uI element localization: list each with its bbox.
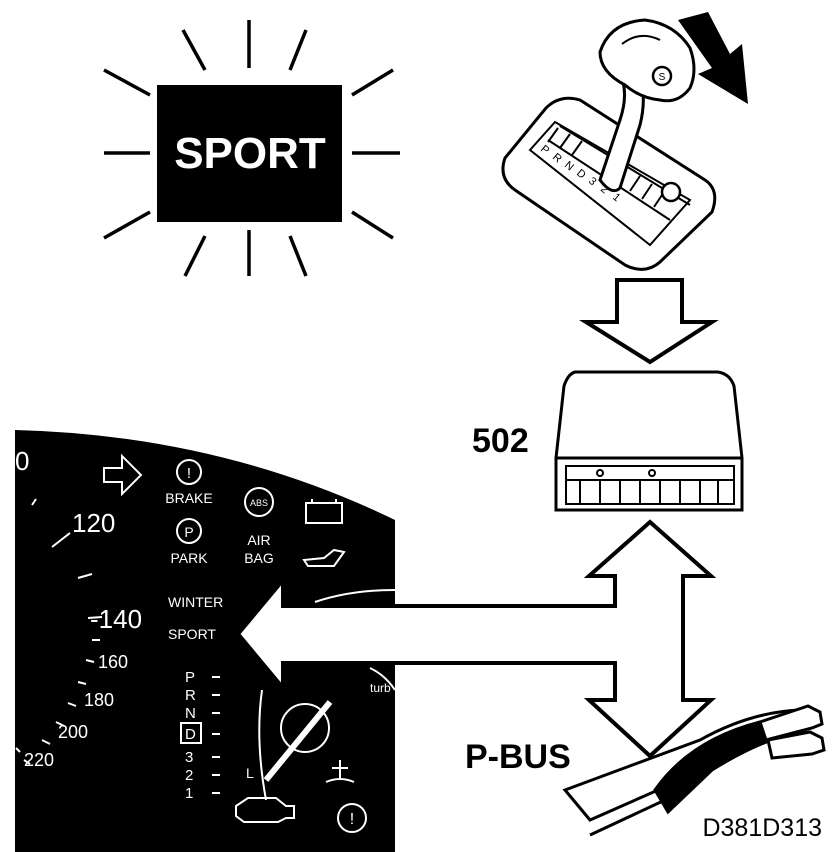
cable-wire-1 [758,704,824,742]
gauge-needle [263,700,333,782]
sport-mode-label: SPORT [168,626,216,642]
p-bus-cable [562,704,826,837]
signal-arrow-down [579,278,719,365]
sport-indicator: SPORT [103,20,400,277]
gear-label-n: N [185,705,196,722]
gear-selected-box [180,722,202,744]
cable-wire-2 [766,730,826,760]
signal-arrow-bidirectional [235,519,717,759]
module-connector [565,465,735,505]
shifter-knob-highlight [621,34,661,45]
airbag-label-line1: AIR [247,532,270,548]
gear-label-1: 1 [185,785,193,802]
abs-warning-icon [244,487,274,517]
abs-label: ABS [250,498,268,508]
gear-label-3: 3 [185,749,193,766]
gear-label-r: R [185,687,196,704]
brake-label: BRAKE [165,490,212,506]
figure-code: D381D313 [702,814,822,842]
speedometer-labels: 0 120 -140 160 180 200 220 [15,446,142,770]
sport-button-glyph: S [659,72,666,83]
brake-warning-icon [176,459,202,485]
shifter-knob [598,18,696,103]
coolant-temp-icon [325,760,355,783]
indicator-label: SPORT [174,129,326,178]
park-label: PARK [170,550,208,566]
module-label: 502 [472,422,529,460]
gear-label-p: P [185,669,195,686]
sport-button-icon [651,65,673,87]
gear-label-2: 2 [185,767,193,784]
cluster-face [15,430,395,852]
speed-label-220: 220 [24,750,54,770]
gear-label-d: D [185,726,196,743]
mode-labels: WINTER SPORT [168,594,223,642]
speed-label-140: -140 [90,604,142,634]
airbag-label-line2: BAG [244,550,274,566]
gauge-hub [280,703,330,753]
bus-label: P-BUS [465,738,571,776]
speed-label-200: 200 [58,722,88,742]
speed-label-160: 160 [98,652,128,672]
winter-mode-label: WINTER [168,594,223,610]
speedometer-ticks [15,498,103,765]
general-warning-icon [337,803,367,833]
turn-signal-icon [103,453,143,497]
warning-lamps: ! BRAKE P PARK ABS AIR BAG [165,459,346,567]
svg-text:P: P [184,524,193,540]
control-module [554,370,744,512]
speed-label-180: 180 [84,690,114,710]
speed-label-120: 120 [72,508,115,538]
oil-pressure-icon [302,548,346,567]
turbo-label: turb [370,681,391,695]
low-fuel-label: L [246,765,254,781]
svg-text:!: ! [350,811,354,828]
battery-icon [305,502,343,524]
park-brake-icon [176,518,202,544]
gear-shifter: P R N D 3 2 1 S [501,18,717,271]
press-arrow-icon [678,12,748,104]
indicator-box [157,85,342,222]
shifter-button-icon [660,181,682,203]
fuel-temp-gauge: ! [235,589,396,833]
svg-text:!: ! [187,465,191,482]
speed-label-0: 0 [15,446,29,476]
gear-display: P R N D 3 2 1 [180,669,220,802]
instrument-cluster: 0 120 -140 160 180 200 220 ! BRAKE P PAR… [15,430,396,852]
indicator-rays [103,20,400,277]
engine-check-icon [235,797,295,823]
